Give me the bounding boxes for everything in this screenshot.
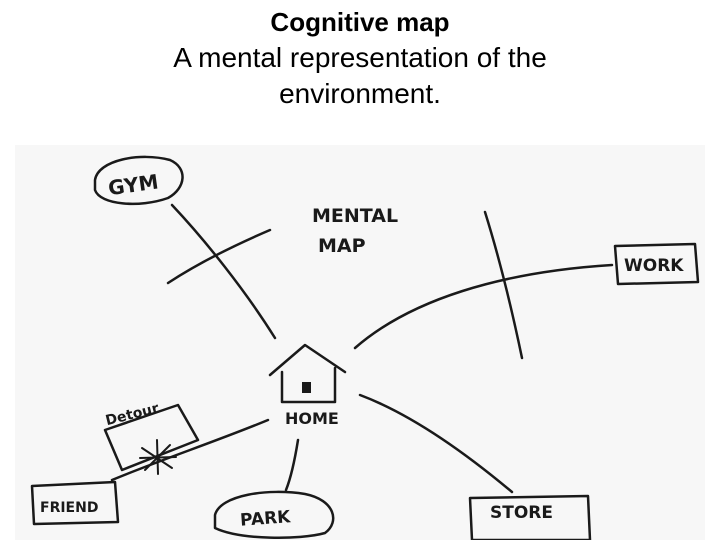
detour-label: Detour [104, 400, 161, 429]
slide-subtitle-line-2: environment. [279, 78, 441, 109]
friend-label: FRIEND [40, 500, 98, 516]
path-home-store [358, 393, 514, 494]
blocked-road-icon [139, 439, 177, 475]
store-label: STORE [490, 503, 553, 523]
street-gym-cross [166, 228, 272, 285]
path-home-work [353, 263, 614, 350]
park-label: PARK [239, 507, 291, 531]
path-home-friend [110, 418, 270, 482]
detour-box [103, 403, 200, 472]
slide-subtitle-line-1: A mental representation of the [173, 42, 547, 73]
home-label: HOME [285, 409, 339, 428]
path-home-park [284, 438, 300, 492]
home-door [302, 382, 311, 393]
work-label: WORK [624, 256, 684, 276]
store-box [468, 494, 592, 540]
street-work-cross [483, 210, 524, 360]
work-box [613, 242, 700, 286]
park-bubble [213, 490, 335, 539]
friend-box [30, 480, 120, 526]
path-gym-home [170, 203, 277, 340]
gym-label: GYM [107, 169, 160, 200]
home-house [268, 343, 347, 404]
mental-map-heading-line-1: MENTAL [312, 205, 398, 227]
slide-title: Cognitive map [270, 7, 450, 37]
gym-bubble [93, 155, 184, 206]
slide-header: Cognitive map A mental representation of… [0, 4, 720, 112]
mental-map-heading-line-2: MAP [318, 235, 366, 257]
